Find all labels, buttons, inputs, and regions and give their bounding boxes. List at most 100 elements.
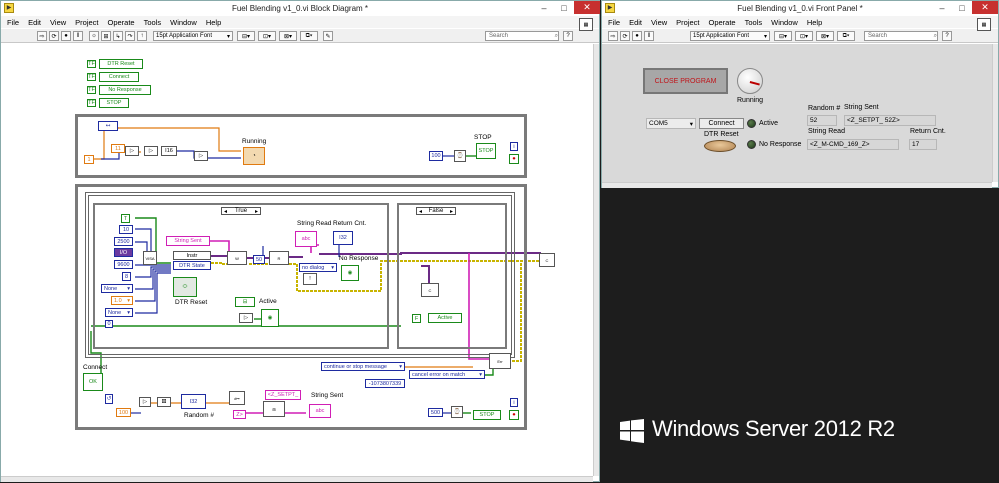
abort-icon[interactable]: ●	[632, 31, 642, 41]
flow-control-enum-none[interactable]: None▾	[105, 308, 133, 317]
menu-view[interactable]: View	[651, 17, 668, 27]
case-structure-true[interactable]	[93, 203, 389, 349]
menu-project[interactable]: Project	[75, 17, 99, 27]
flat-sequence-structure[interactable]	[85, 192, 515, 358]
error-code-const[interactable]: -1073807339	[365, 379, 405, 388]
close-program-button[interactable]: CLOSE PROGRAM	[643, 68, 728, 94]
const-z[interactable]: Z>	[233, 410, 246, 419]
vi-connector-icon[interactable]: ▦	[579, 18, 593, 31]
vi-connector-icon[interactable]: ▦	[977, 18, 991, 31]
const-2500[interactable]: 2500	[114, 237, 133, 246]
reorder-icon[interactable]: ⧉▾	[837, 31, 855, 41]
no-response-terminal[interactable]: ◉	[341, 265, 359, 281]
case-structure-false[interactable]	[397, 203, 507, 349]
case-selector-true[interactable]: ◂True▸	[221, 207, 261, 215]
menu-edit[interactable]: Edit	[629, 17, 643, 27]
active-local-write[interactable]: Active	[428, 313, 462, 323]
case-selector-false[interactable]: ◂False▸	[416, 207, 456, 215]
pause-icon[interactable]: ǁ	[73, 31, 83, 41]
const-z-setpt[interactable]: <Z_SETPT_	[265, 390, 301, 400]
help-icon[interactable]: ?	[563, 31, 573, 41]
cleanup-diagram-icon[interactable]: ✎	[323, 31, 333, 41]
visa-read-icon[interactable]: R	[269, 251, 289, 265]
run-continuously-icon[interactable]: ⟳	[49, 31, 59, 41]
string-read-terminal[interactable]: abc	[295, 231, 317, 247]
wait-ms-icon[interactable]: ⌚	[454, 150, 466, 162]
const-9600[interactable]: 9600	[114, 260, 133, 269]
running-indicator-terminal[interactable]: ◔	[243, 147, 265, 165]
menu-view[interactable]: View	[50, 17, 67, 27]
run-arrow-icon[interactable]: ⇨	[37, 31, 47, 41]
maximize-button[interactable]: □	[959, 2, 965, 13]
const-100-b[interactable]: 100	[116, 408, 131, 417]
const-8[interactable]: 8	[122, 272, 131, 281]
menu-tools[interactable]: Tools	[143, 17, 162, 27]
stop-local-read[interactable]: STOP	[473, 410, 501, 420]
run-arrow-icon[interactable]: ⇨	[608, 31, 618, 41]
multiply-node[interactable]: ▷	[144, 146, 158, 156]
dtr-reset-button[interactable]	[704, 140, 736, 152]
number-to-string-icon[interactable]: #↦	[229, 391, 245, 405]
const-100[interactable]: 100	[429, 151, 443, 161]
stop-bits-enum[interactable]: 1.0▾	[111, 296, 133, 305]
reorder-icon[interactable]: ⧉▾	[300, 31, 318, 41]
tf-terminal-dtr-reset[interactable]: TF	[87, 60, 96, 68]
step-into-icon[interactable]: ↳	[113, 31, 123, 41]
highlight-execution-icon[interactable]: ☼	[89, 31, 99, 41]
to-number-node[interactable]: I16	[161, 146, 177, 156]
menu-file[interactable]: File	[608, 17, 621, 27]
menu-window[interactable]: Window	[771, 17, 798, 27]
help-icon[interactable]: ?	[942, 31, 952, 41]
active-local-input[interactable]: ⊟	[235, 297, 255, 307]
shift-register-2[interactable]: ↺	[105, 394, 113, 404]
distribute-objects-icon[interactable]: ⊡▾	[258, 31, 276, 41]
const-0[interactable]: 0	[105, 320, 113, 328]
visa-configure-serial-icon[interactable]: VISA	[143, 251, 157, 265]
com-port-selector[interactable]: COM5▾	[646, 118, 696, 129]
loop-condition-icon[interactable]: ⏺	[509, 154, 519, 164]
minimize-button[interactable]: –	[541, 2, 547, 13]
boolean-const-false[interactable]: F	[412, 314, 421, 323]
retain-wire-values-icon[interactable]: ⊞	[101, 31, 111, 41]
connect-button[interactable]: Connect	[699, 118, 744, 129]
add-node[interactable]: ▷	[194, 151, 208, 161]
stop-local[interactable]: STOP	[99, 98, 129, 108]
menu-file[interactable]: File	[7, 17, 20, 27]
visa-close-icon[interactable]: C	[421, 283, 439, 297]
dtr-reset-local[interactable]: DTR Reset	[99, 59, 143, 69]
const-1[interactable]: 1	[84, 155, 94, 164]
tf-terminal-no-response[interactable]: TF	[87, 86, 96, 94]
step-out-icon[interactable]: ↑	[137, 31, 147, 41]
menu-tools[interactable]: Tools	[744, 17, 763, 27]
while-loop-2[interactable]	[75, 184, 527, 430]
visa-close-outer-icon[interactable]: C	[539, 253, 555, 267]
visa-resource-terminal[interactable]: I/O	[114, 248, 133, 257]
no-response-local[interactable]: No Response	[99, 85, 151, 95]
parity-enum-none[interactable]: None▾	[101, 284, 133, 293]
random-number-icon[interactable]: ⚄	[157, 397, 171, 407]
dtr-reset-terminal[interactable]: ⬭	[173, 277, 197, 297]
random-multiply-node[interactable]: ▷	[139, 397, 151, 407]
connect-terminal[interactable]: OK	[83, 373, 103, 391]
font-selector[interactable]: 15pt Application Font▾	[690, 31, 770, 41]
resize-objects-icon[interactable]: ⊠▾	[279, 31, 297, 41]
menu-help[interactable]: Help	[806, 17, 823, 27]
string-sent-terminal[interactable]: abc	[309, 404, 331, 418]
const-10[interactable]: 10	[119, 225, 133, 234]
vertical-scrollbar[interactable]	[593, 44, 599, 476]
boolean-const-true[interactable]: T	[121, 214, 130, 223]
step-over-icon[interactable]: ↷	[125, 31, 135, 41]
cancel-error-enum[interactable]: cancel error on match▾	[409, 370, 485, 379]
error-handler-icon[interactable]: !	[303, 273, 317, 285]
visa-write-icon[interactable]: W	[227, 251, 247, 265]
stop-button-terminal[interactable]: STOP	[476, 143, 496, 159]
string-sent-local[interactable]: String Sent	[166, 236, 210, 246]
align-objects-icon[interactable]: ⊟▾	[237, 31, 255, 41]
run-continuously-icon[interactable]: ⟳	[620, 31, 630, 41]
pause-icon[interactable]: ǁ	[644, 31, 654, 41]
minimize-button[interactable]: –	[939, 2, 945, 13]
instr-property-node[interactable]: Instr	[173, 251, 211, 260]
align-objects-icon[interactable]: ⊟▾	[774, 31, 792, 41]
connect-local[interactable]: Connect	[99, 72, 139, 82]
loop2-condition-icon[interactable]: ⏺	[509, 410, 519, 420]
